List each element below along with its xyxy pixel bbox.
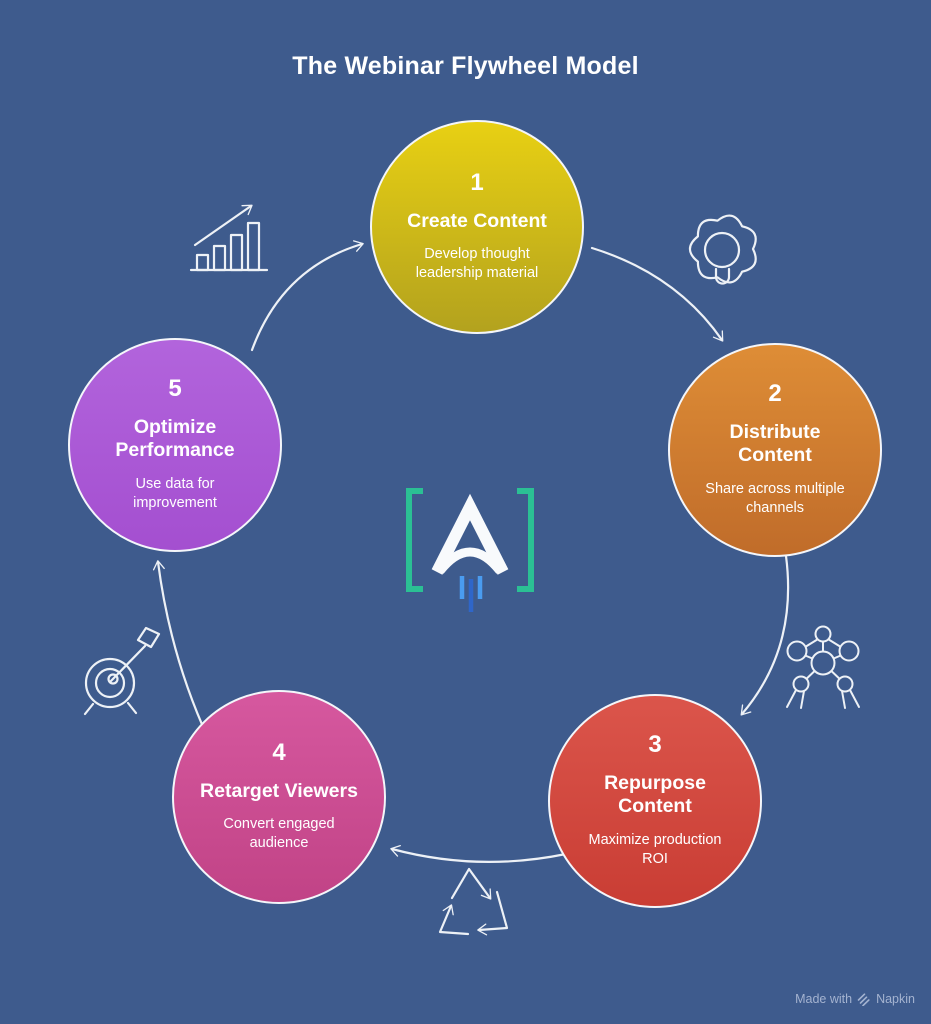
logo-arch [436,547,504,574]
step-description: Develop thought leadership material [415,246,539,282]
center-logo [406,488,534,612]
recycle-icon [438,867,509,936]
arrow-step2-to-step3 [740,554,790,716]
step-title: Distribute Content [729,420,821,467]
logo-letter-a [431,493,509,575]
step-title: Create Content [407,209,547,232]
napkin-logo-icon [857,993,870,1006]
step-circle-1: 1 Create Content Develop thought leaders… [370,120,584,334]
step-number: 3 [648,730,662,758]
logo-left-bracket [406,488,423,592]
arrow-step1-to-step2 [590,246,724,342]
arrow-step5-to-step1 [250,240,364,352]
diagram-title: The Webinar Flywheel Model [292,52,639,80]
step-description: Maximize production ROI [588,831,722,867]
made-with-label: Made with [795,992,853,1006]
gear-lightbulb-icon [688,214,757,285]
step-description: Share across multiple channels [705,480,845,516]
step-circle-4: 4 Retarget Viewers Convert engaged audie… [172,690,386,904]
flow-arrows [152,240,790,863]
step-title: Optimize Performance [115,415,235,462]
growth-chart-icon [189,204,269,272]
step-circle-3: 3 Repurpose Content Maximize production … [548,694,762,908]
step-title: Retarget Viewers [200,779,358,802]
step-number: 5 [168,374,182,402]
step-number: 4 [272,738,286,766]
napkin-brand-label: Napkin [876,992,915,1006]
step-description: Use data for improvement [133,475,217,511]
target-arrow-icon [83,626,161,716]
logo-right-bracket [517,488,534,592]
arrow-step3-to-step4 [390,845,568,863]
step-number: 2 [768,379,782,407]
step-circle-2: 2 Distribute Content Share across multip… [668,343,882,557]
network-icon [786,625,860,709]
step-number: 1 [470,168,484,196]
step-title: Repurpose Content [604,771,706,818]
arrow-step4-to-step5 [152,560,210,740]
step-circle-5: 5 Optimize Performance Use data for impr… [68,338,282,552]
step-description: Convert engaged audience [223,816,335,852]
made-with-napkin-badge: Made with Napkin [795,992,915,1006]
